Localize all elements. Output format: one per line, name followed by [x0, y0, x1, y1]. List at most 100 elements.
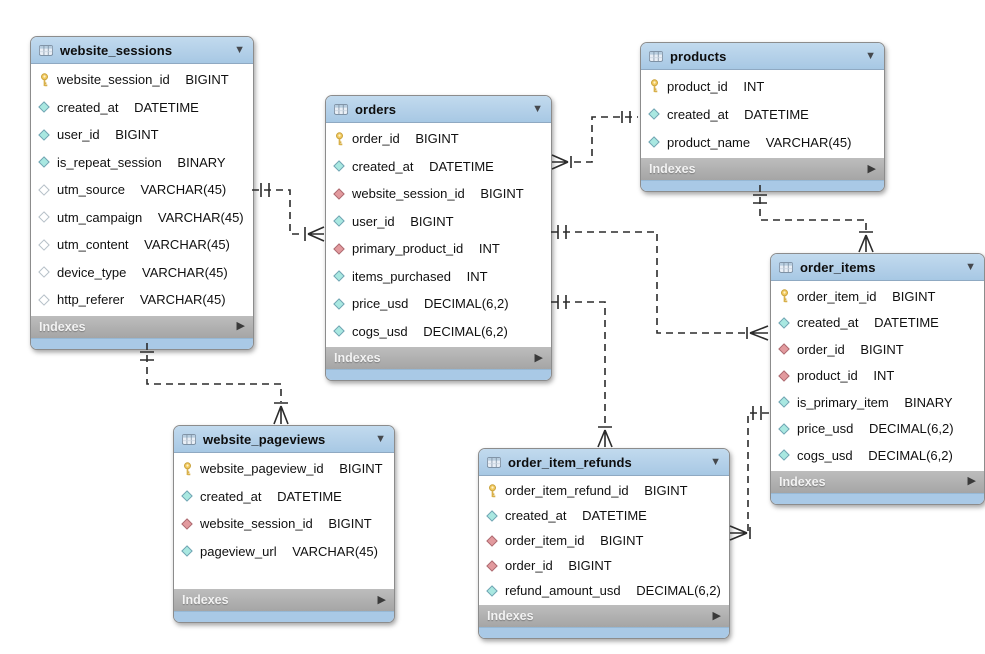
column-row-price_usd[interactable]: price_usd DECIMAL(6,2): [326, 290, 551, 318]
column-row-order_id[interactable]: order_id BIGINT: [479, 553, 729, 578]
column-row-cogs_usd[interactable]: cogs_usd DECIMAL(6,2): [771, 442, 984, 469]
table-header[interactable]: products ▼: [641, 43, 884, 70]
column-row-order_item_id[interactable]: order_item_id BIGINT: [771, 283, 984, 310]
table-header[interactable]: website_pageviews ▼: [174, 426, 394, 453]
column-row-device_type[interactable]: device_type VARCHAR(45): [31, 259, 253, 287]
column-type: BIGINT: [568, 558, 612, 573]
column-row-order_item_id[interactable]: order_item_id BIGINT: [479, 528, 729, 553]
column-row-user_id[interactable]: user_id BIGINT: [31, 121, 253, 149]
column-name: cogs_usd: [352, 323, 408, 339]
indexes-bar[interactable]: Indexes ▶: [479, 605, 729, 627]
relationship-order_items-order_item_refunds[interactable]: [729, 406, 769, 541]
column-name: product_name: [667, 134, 751, 150]
column-row-order_id[interactable]: order_id BIGINT: [326, 125, 551, 153]
table-icon: [649, 50, 663, 63]
attribute-icon: [180, 545, 194, 558]
expand-arrow-icon[interactable]: ▶: [967, 475, 976, 487]
column-row-website_pageview_id[interactable]: website_pageview_id BIGINT: [174, 455, 394, 483]
column-name: device_type: [57, 264, 127, 280]
column-row-utm_content[interactable]: utm_content VARCHAR(45): [31, 231, 253, 259]
table-bottom-strip: [771, 492, 984, 504]
table-title: products: [670, 48, 727, 64]
column-row-http_referer[interactable]: http_referer VARCHAR(45): [31, 286, 253, 314]
relationship-website_sessions-orders[interactable]: [252, 183, 325, 242]
column-row-utm_campaign[interactable]: utm_campaign VARCHAR(45): [31, 204, 253, 232]
column-row-product_id[interactable]: product_id INT: [641, 72, 884, 100]
relationship-products-order_items[interactable]: [753, 185, 874, 253]
column-row-user_id[interactable]: user_id BIGINT: [326, 208, 551, 236]
foreign-key-icon: [332, 187, 346, 200]
primary-key-icon: [332, 132, 346, 146]
column-name: price_usd: [352, 296, 409, 312]
indexes-bar[interactable]: Indexes ▶: [641, 158, 884, 180]
column-row-created_at[interactable]: created_at DATETIME: [31, 94, 253, 122]
collapse-arrow-icon[interactable]: ▼: [375, 432, 386, 445]
attribute-nullable-icon: [37, 238, 51, 251]
column-row-website_session_id[interactable]: website_session_id BIGINT: [326, 180, 551, 208]
column-name: is_repeat_session: [57, 154, 162, 170]
foreign-key-icon: [180, 517, 194, 530]
column-type: DATETIME: [277, 488, 342, 504]
column-row-refund_amount_usd[interactable]: refund_amount_usd DECIMAL(6,2): [479, 578, 729, 603]
column-row-pageview_url[interactable]: pageview_url VARCHAR(45): [174, 538, 394, 566]
column-row-website_session_id[interactable]: website_session_id BIGINT: [174, 510, 394, 538]
table-website_pageviews[interactable]: website_pageviews ▼ website_pageview_id …: [173, 425, 395, 623]
column-type: BIGINT: [328, 516, 372, 532]
indexes-bar[interactable]: Indexes ▶: [326, 347, 551, 369]
table-website_sessions[interactable]: website_sessions ▼ website_session_id BI…: [30, 36, 254, 350]
relationship-website_sessions-website_pageviews[interactable]: [140, 343, 289, 425]
attribute-icon: [37, 101, 51, 114]
column-row-is_repeat_session[interactable]: is_repeat_session BINARY: [31, 149, 253, 177]
column-row-items_purchased[interactable]: items_purchased INT: [326, 263, 551, 291]
column-row-order_id[interactable]: order_id BIGINT: [771, 336, 984, 363]
column-row-primary_product_id[interactable]: primary_product_id INT: [326, 235, 551, 263]
relationship-orders-order_items[interactable]: [551, 225, 769, 341]
column-row-website_session_id[interactable]: website_session_id BIGINT: [31, 66, 253, 94]
column-type: BIGINT: [410, 213, 454, 229]
column-row-created_at[interactable]: created_at DATETIME: [174, 483, 394, 511]
expand-arrow-icon[interactable]: ▶: [867, 162, 876, 175]
relationship-products-orders[interactable]: [551, 111, 638, 170]
table-order_item_refunds[interactable]: order_item_refunds ▼ order_item_refund_i…: [478, 448, 730, 639]
collapse-arrow-icon[interactable]: ▼: [532, 102, 543, 115]
indexes-bar[interactable]: Indexes ▶: [771, 470, 984, 493]
column-type: BIGINT: [185, 72, 229, 88]
collapse-arrow-icon[interactable]: ▼: [865, 49, 876, 62]
column-row-is_primary_item[interactable]: is_primary_item BINARY: [771, 389, 984, 416]
collapse-arrow-icon[interactable]: ▼: [965, 260, 976, 273]
column-row-created_at[interactable]: created_at DATETIME: [641, 100, 884, 128]
column-row-created_at[interactable]: created_at DATETIME: [326, 153, 551, 181]
column-row-order_item_refund_id[interactable]: order_item_refund_id BIGINT: [479, 478, 729, 503]
column-type: BIGINT: [415, 131, 459, 147]
collapse-arrow-icon[interactable]: ▼: [710, 455, 721, 468]
table-header[interactable]: order_items ▼: [771, 254, 984, 281]
table-header[interactable]: orders ▼: [326, 96, 551, 123]
primary-key-icon: [647, 79, 661, 93]
foreign-key-icon: [485, 559, 499, 572]
expand-arrow-icon[interactable]: ▶: [236, 320, 245, 332]
foreign-key-icon: [777, 369, 791, 382]
column-row-price_usd[interactable]: price_usd DECIMAL(6,2): [771, 416, 984, 443]
expand-arrow-icon[interactable]: ▶: [534, 351, 543, 364]
table-header[interactable]: order_item_refunds ▼: [479, 449, 729, 476]
column-type: VARCHAR(45): [142, 264, 228, 280]
column-row-created_at[interactable]: created_at DATETIME: [771, 310, 984, 337]
column-row-product_id[interactable]: product_id INT: [771, 363, 984, 390]
column-row-created_at[interactable]: created_at DATETIME: [479, 503, 729, 528]
indexes-bar[interactable]: Indexes ▶: [174, 589, 394, 611]
collapse-arrow-icon[interactable]: ▼: [234, 43, 245, 56]
table-header[interactable]: website_sessions ▼: [31, 37, 253, 64]
relationship-orders-order_item_refunds[interactable]: [551, 295, 613, 448]
column-row-cogs_usd[interactable]: cogs_usd DECIMAL(6,2): [326, 318, 551, 346]
column-name: utm_content: [57, 237, 129, 253]
indexes-bar[interactable]: Indexes ▶: [31, 315, 253, 338]
expand-arrow-icon[interactable]: ▶: [712, 609, 721, 622]
column-row-product_name[interactable]: product_name VARCHAR(45): [641, 128, 884, 156]
expand-arrow-icon[interactable]: ▶: [377, 593, 386, 606]
column-row-utm_source[interactable]: utm_source VARCHAR(45): [31, 176, 253, 204]
